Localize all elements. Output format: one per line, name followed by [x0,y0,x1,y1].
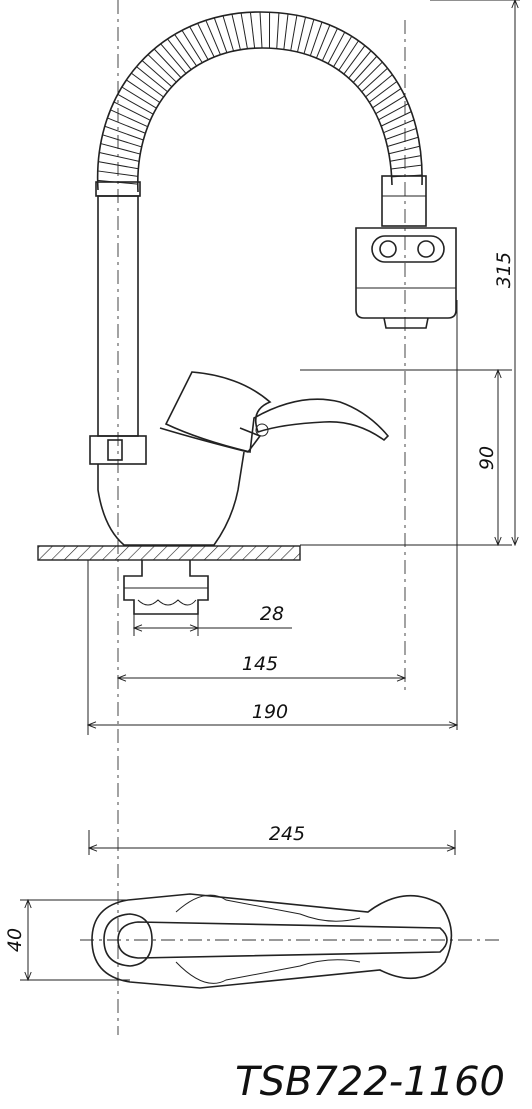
hose-rib [385,127,417,140]
hose-rib [390,164,422,170]
hose-rib [348,50,372,79]
hose-rib [97,170,138,177]
hose-rib [222,15,235,52]
hose-rib [117,93,154,115]
dim-label-145: 145 [242,653,278,675]
hose-rib [167,38,192,70]
hose-rib [303,19,315,54]
hose-rib [213,17,228,53]
hose-rib [333,36,353,68]
hose-rib [389,155,422,162]
hose-rib [352,55,378,83]
mounting-plate [37,545,301,561]
hose-rib [309,21,323,56]
hose-rib [378,103,409,121]
hose-rib [205,20,221,55]
dimension-lines [20,0,515,980]
hose-rib [181,30,203,63]
hose-rib [368,81,398,103]
faucet-plan-view [91,893,453,989]
hose-rib [276,12,280,49]
center-lines [80,0,520,1035]
dim-label-40: 40 [4,928,26,952]
flexible-spout-hose [96,11,423,193]
hose-rib [121,86,157,109]
hose-rib [343,45,366,75]
hose-rib [102,134,142,148]
hose-rib [321,28,338,61]
hose-rib [283,13,289,50]
hose-rib [113,101,151,121]
hose-rib [98,161,139,170]
hose-rib [338,40,359,71]
hose-rib [357,61,383,88]
hose-rib [375,95,406,115]
hose-rib [259,11,263,49]
hose-rib [197,23,215,58]
hose-rib [136,66,168,93]
hose-rib [104,125,144,141]
hose-rib [388,145,420,155]
hose-rib [147,54,177,83]
hose-rib [100,143,141,155]
hose-rib [365,74,393,98]
dim-label-90: 90 [476,446,498,470]
hose-rib [327,31,346,64]
dimension-labels: 315 90 28 145 190 245 40 [4,252,515,952]
hose-rib [290,15,298,51]
hose-rib [99,152,140,162]
dim-label-190: 190 [252,701,288,723]
hose-rib [380,111,412,127]
hose-rib [231,14,241,50]
hose-rib [141,60,173,88]
hose-rib [110,109,148,128]
hose-rib [387,136,419,148]
hose-rib [372,88,402,109]
hose-rib [126,79,161,103]
hose-rib [107,117,146,134]
hose-rib [383,119,415,134]
hose-rib [189,26,209,60]
dim-label-315: 315 [493,252,515,288]
hose-rib [174,34,197,67]
hose-rib [160,43,187,74]
model-code-title: TSB722-1160 [235,1059,505,1105]
hose-rib [361,67,388,93]
hose-rib [153,48,182,78]
threaded-connector [123,560,209,615]
hose-rib [240,12,248,49]
hose-rib [249,12,256,49]
hose-rib [315,24,331,59]
spray-head [355,175,457,329]
hose-rib [130,72,164,98]
mixer-body [89,371,390,546]
dim-label-28: 28 [260,603,284,625]
hose-rib [296,17,307,53]
dim-label-245: 245 [269,823,305,845]
